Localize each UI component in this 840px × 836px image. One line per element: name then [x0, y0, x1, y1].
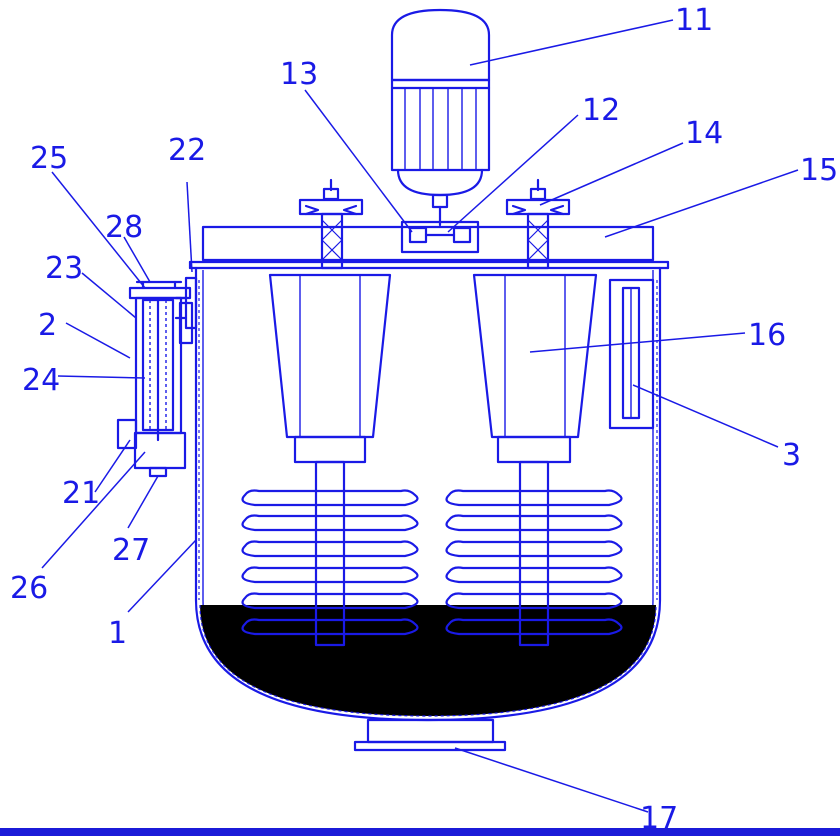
- label-21: 21: [62, 476, 100, 511]
- helical-blade-left-2: [241, 514, 419, 532]
- helical-blade-left-6: [241, 618, 419, 636]
- helical-blade-right-1: [445, 489, 623, 507]
- label-14: 14: [685, 116, 723, 151]
- helical-blade-right-5: [445, 592, 623, 610]
- label-15: 15: [800, 153, 838, 188]
- label-28: 28: [105, 210, 143, 245]
- helical-blade-left-5: [241, 592, 419, 610]
- helical-blade-right-3: [445, 540, 623, 558]
- helical-blades: [241, 489, 623, 636]
- label-13: 13: [280, 57, 318, 92]
- helical-blade-right-2: [445, 514, 623, 532]
- helical-blade-left-4: [241, 566, 419, 584]
- bottom-edge-bar: [0, 828, 840, 836]
- leader-lines: [41, 19, 799, 813]
- label-1: 1: [108, 616, 127, 651]
- helical-blade-left-1: [241, 489, 419, 507]
- label-16: 16: [748, 318, 786, 353]
- label-3: 3: [782, 438, 801, 473]
- helical-blade-right-6: [445, 618, 623, 636]
- label-22: 22: [168, 133, 206, 168]
- tank-body: [194, 266, 662, 722]
- right-impeller: [472, 273, 598, 647]
- left-impeller: [268, 273, 392, 647]
- right-bearing-seat: [505, 178, 571, 270]
- top-cover: [188, 225, 670, 270]
- helical-blade-right-4: [445, 566, 623, 584]
- helical-blade-left-3: [241, 540, 419, 558]
- label-26: 26: [10, 571, 48, 606]
- label-2: 2: [38, 308, 57, 343]
- label-23: 23: [45, 251, 83, 286]
- left-bearing-seat: [298, 178, 364, 270]
- bottom-outlet: [353, 718, 507, 752]
- label-27: 27: [112, 533, 150, 568]
- label-24: 24: [22, 363, 60, 398]
- labels: 11 12 13 14 15 16 3 17 1 2 21 22 23 24 2…: [10, 3, 838, 828]
- filter-unit: [116, 276, 198, 478]
- sight-glass: [608, 278, 655, 430]
- label-11: 11: [675, 3, 713, 38]
- label-12: 12: [582, 93, 620, 128]
- label-17: 17: [640, 801, 678, 828]
- motor: [390, 8, 491, 227]
- label-25: 25: [30, 141, 68, 176]
